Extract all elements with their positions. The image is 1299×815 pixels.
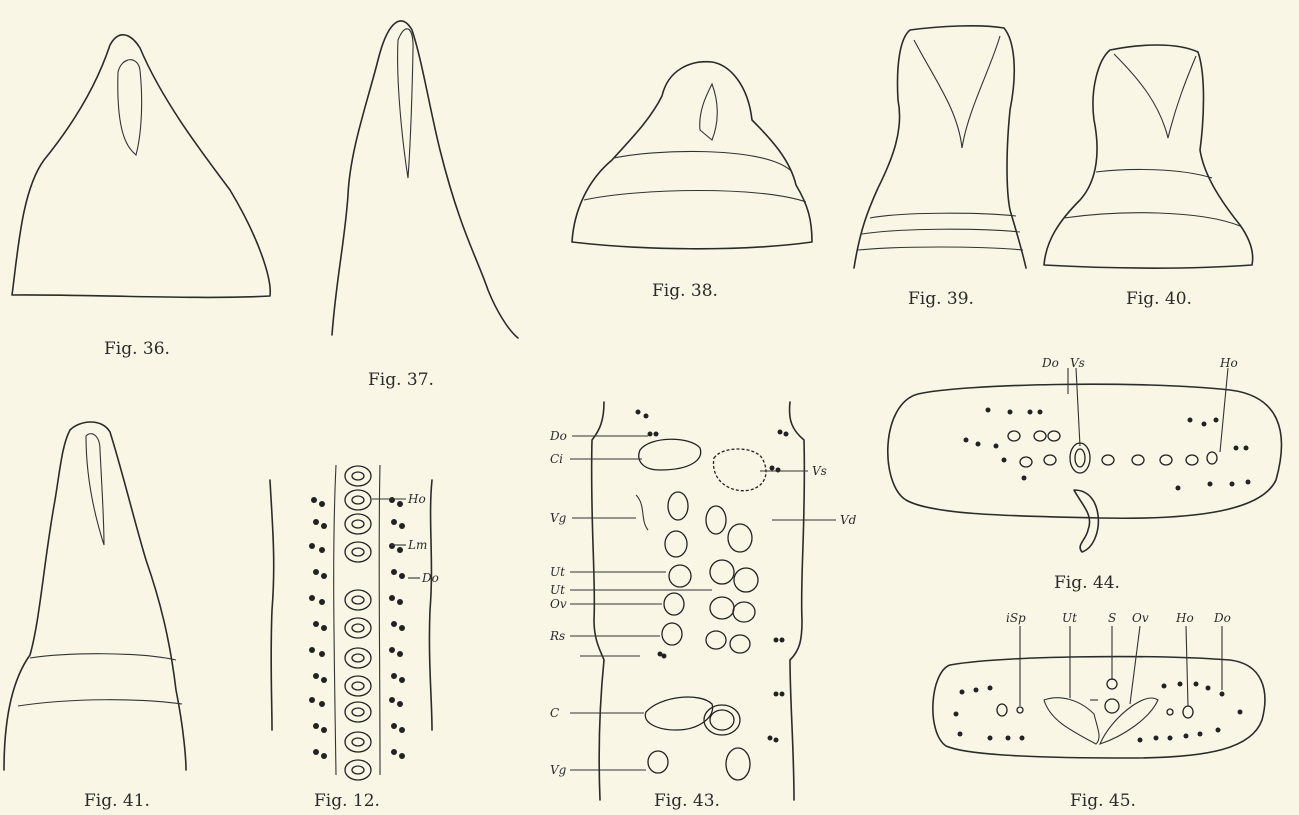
label-vs: Vs <box>1070 356 1085 370</box>
label-ut-1: Ut <box>550 565 565 579</box>
figure-38: Fig. 38. <box>572 62 812 301</box>
label-ci: Ci <box>550 452 563 466</box>
label-ov: Ov <box>550 597 567 611</box>
caption-fig-39: Fig. 39. <box>908 289 974 309</box>
figure-40: Fig. 40. <box>1044 45 1253 309</box>
figure-36: Fig. 36. <box>12 35 270 359</box>
figure-45: iSp Ut S Ov Ho Do Fig. 45. <box>933 611 1265 811</box>
caption-fig-38: Fig. 38. <box>652 281 718 301</box>
caption-fig-42: Fig. 12. <box>314 791 380 811</box>
label-do: Do <box>1213 611 1231 625</box>
figure-43: Do Ci Vg Ut Ut Ov Rs C Vg Vs Vd Fig. 43. <box>549 402 857 811</box>
label-ov: Ov <box>1132 611 1149 625</box>
caption-fig-37: Fig. 37. <box>368 370 434 390</box>
caption-fig-44: Fig. 44. <box>1054 573 1120 593</box>
label-ut-2: Ut <box>550 583 565 597</box>
label-isp: iSp <box>1006 611 1026 625</box>
label-vg-bottom: Vg <box>550 763 567 777</box>
label-s: S <box>1108 611 1116 625</box>
label-ho: Ho <box>1219 356 1238 370</box>
figure-42: Ho Lm Do Fig. 12. <box>270 465 439 811</box>
label-ho: Ho <box>1175 611 1194 625</box>
label-ut: Ut <box>1062 611 1077 625</box>
label-do: Do <box>1041 356 1059 370</box>
caption-fig-43: Fig. 43. <box>654 791 720 811</box>
caption-fig-36: Fig. 36. <box>104 339 170 359</box>
label-c: C <box>550 706 559 720</box>
label-do: Do <box>421 571 439 585</box>
figure-37: Fig. 37. <box>332 21 518 390</box>
label-do: Do <box>549 429 567 443</box>
label-vd: Vd <box>840 513 857 527</box>
figure-44: Do Vs Ho Fig. 44. <box>888 356 1282 593</box>
caption-fig-40: Fig. 40. <box>1126 289 1192 309</box>
figure-39: Fig. 39. <box>854 26 1026 309</box>
label-vg-top: Vg <box>550 511 567 525</box>
label-rs: Rs <box>549 629 565 643</box>
caption-fig-41: Fig. 41. <box>84 791 150 811</box>
caption-fig-45: Fig. 45. <box>1070 791 1136 811</box>
label-vs: Vs <box>812 464 827 478</box>
label-ho: Ho <box>407 492 426 506</box>
label-lm: Lm <box>407 538 427 552</box>
figure-41: Fig. 41. <box>4 422 186 811</box>
